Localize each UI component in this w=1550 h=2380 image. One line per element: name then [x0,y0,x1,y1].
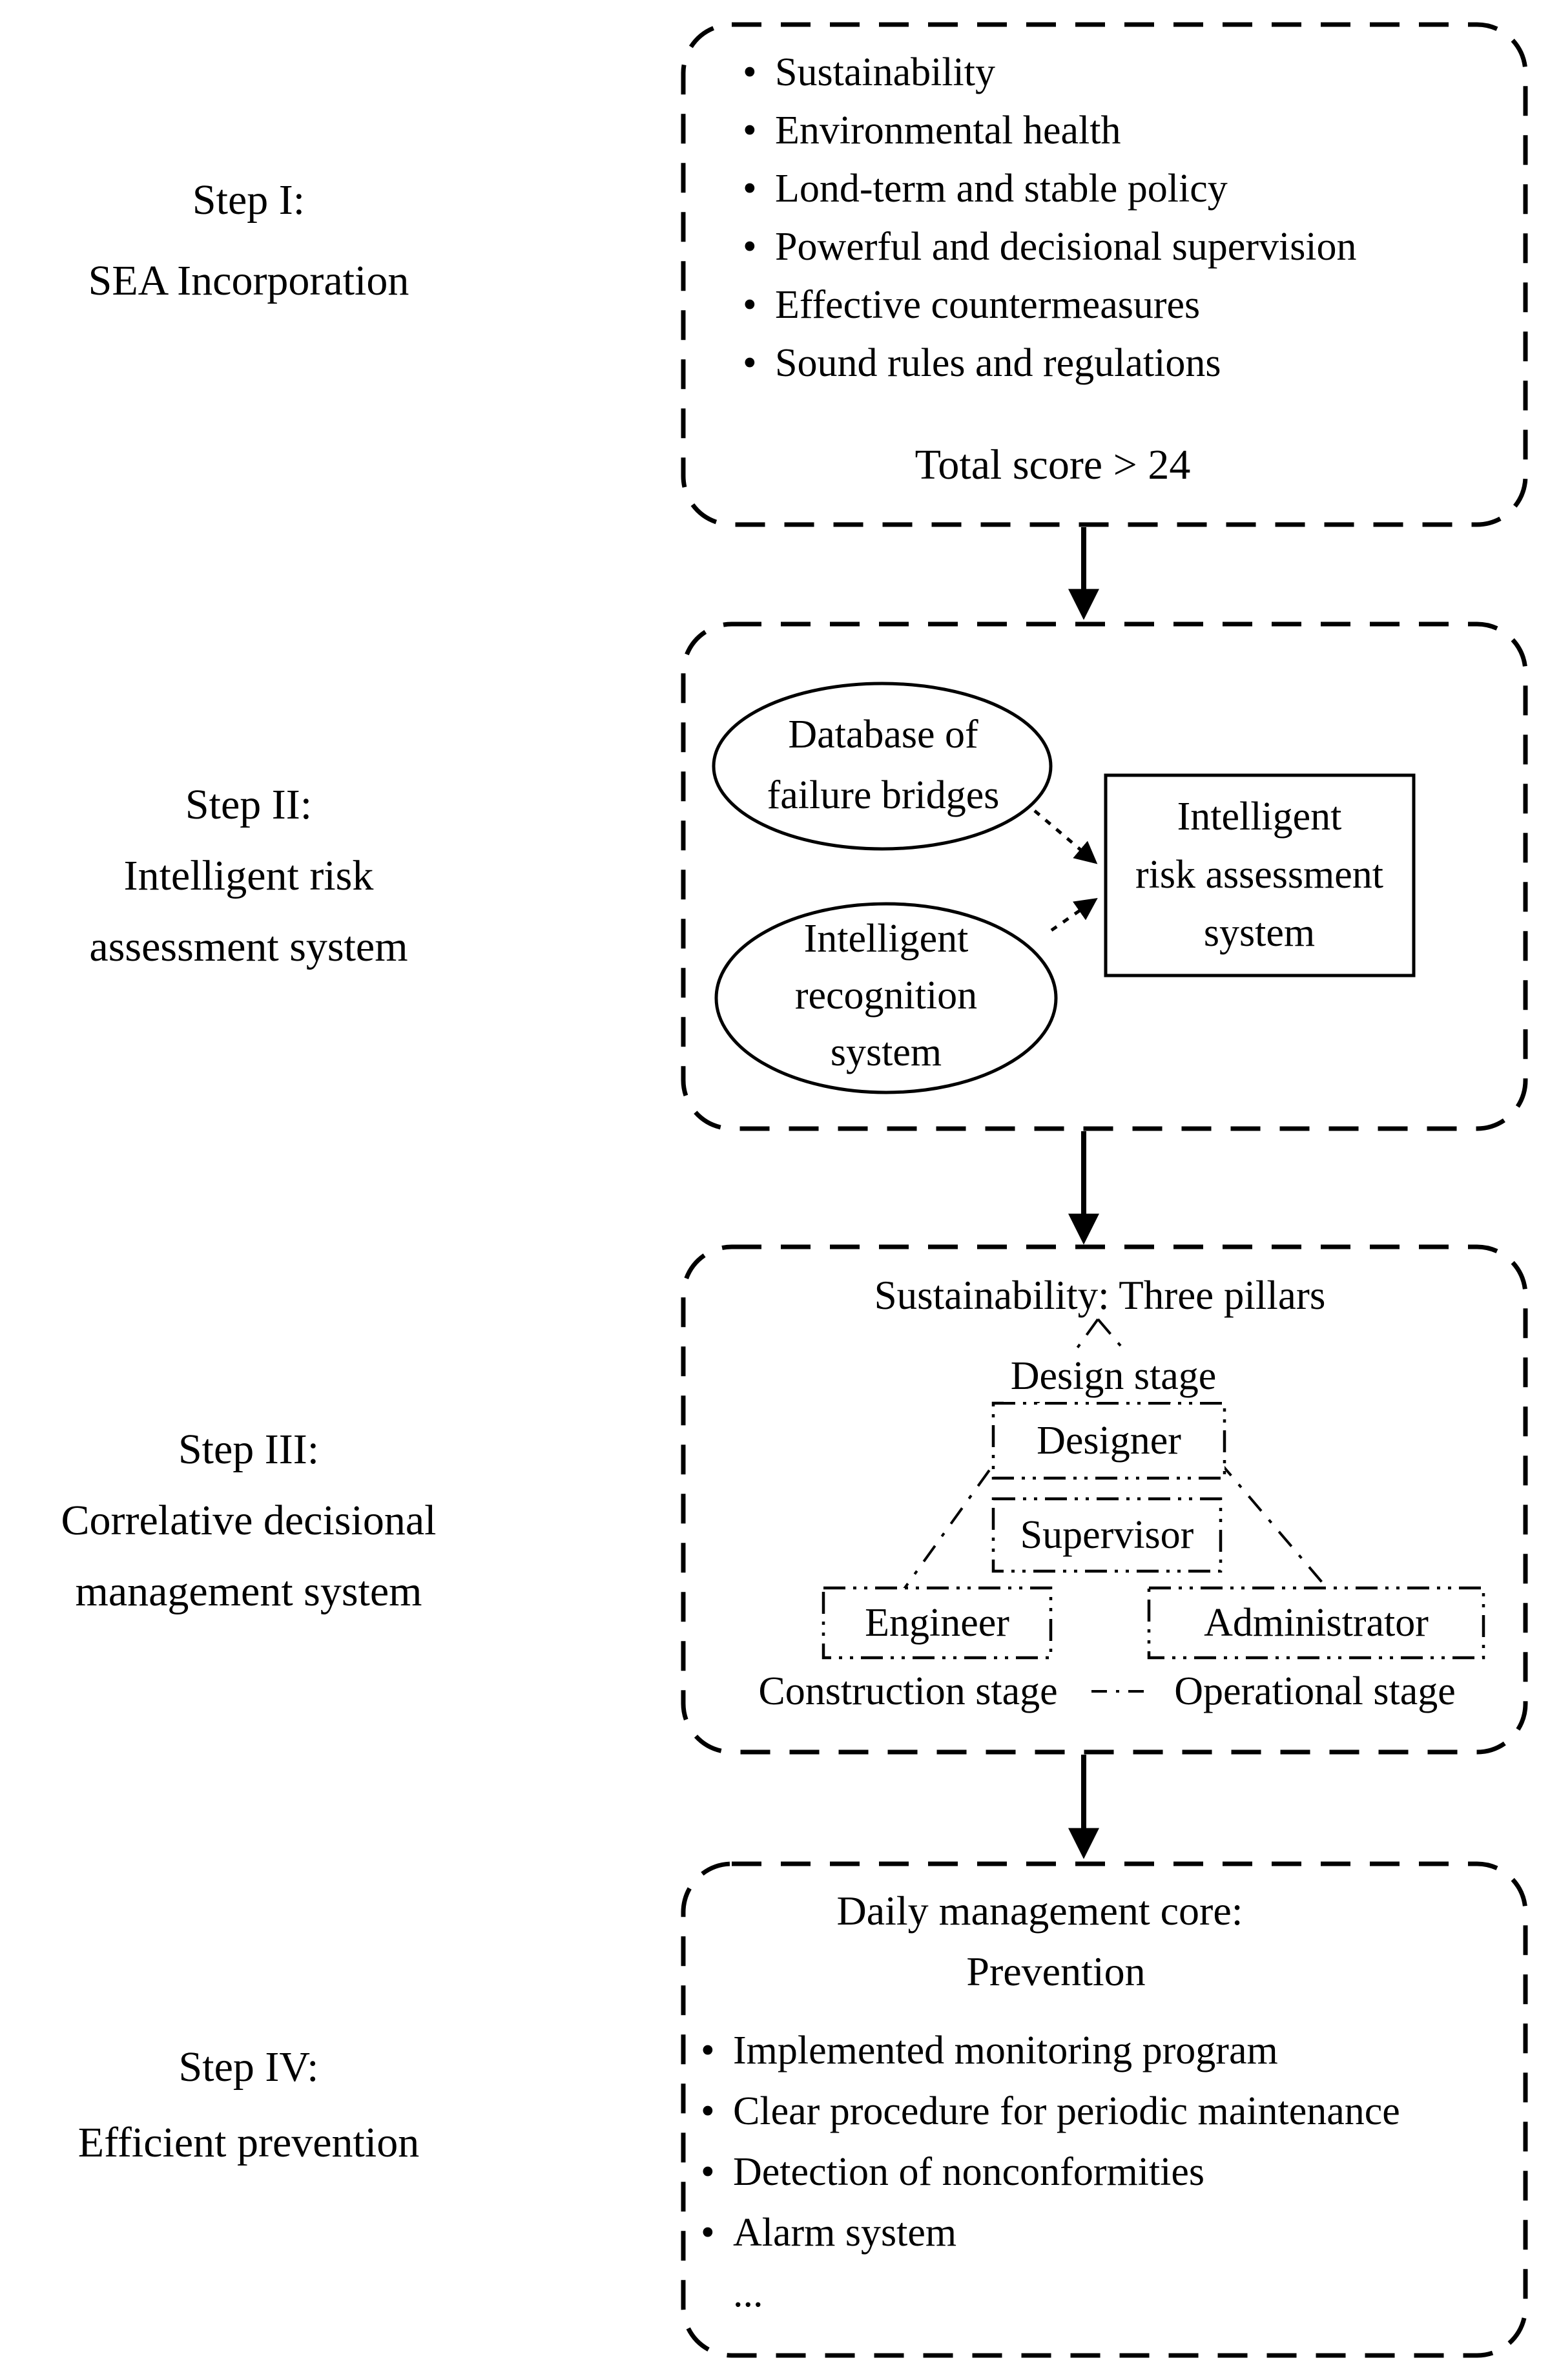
bullet-icon: • [743,167,757,211]
bullet-icon: • [701,2029,715,2072]
prevention-list: • Implemented monitoring program • Clear p… [701,2020,1537,2324]
engineer-box [822,1586,1053,1660]
three-pillars-title: Sustainability: Three pillars [874,1273,1326,1318]
list-item: • Clear procedure for periodic maintenanc… [701,2081,1537,2142]
total-score-note: Total score > 24 [914,441,1191,488]
engineer-label: Engineer [865,1601,1009,1645]
list-item: • Powerful and decisional supervision [743,218,1524,276]
assessment-rect-label: Intelligent risk assessment system [1108,788,1411,962]
prevention-subtitle: Prevention [966,1948,1146,1994]
list-item-text: Lond-term and stable policy [775,167,1228,211]
list-item: • Lond-term and stable policy [743,160,1524,218]
list-item-text: Sustainability [775,50,995,94]
recognition-ellipse-line: system [830,1030,942,1074]
list-item-text: Effective countermeasures [775,283,1201,327]
list-item-text: Detection of nonconformities [733,2150,1205,2194]
sea-criteria-list: • Sustainability • Environmental health • L… [743,43,1524,392]
construction-stage-label: Construction stage [758,1669,1058,1713]
list-item: • Sound rules and regulations [743,334,1524,392]
list-item-ellipsis: ... [701,2263,1537,2324]
step3-label-line: Correlative decisional [61,1497,437,1544]
assessment-rect-line: Intelligent [1177,795,1342,839]
recognition-to-assessment-arrow [1050,897,1098,932]
list-item-text: ... [733,2271,763,2315]
bullet-icon: • [701,2089,715,2133]
assessment-rect-line: system [1203,911,1316,955]
step3-label: Step III: Correlative decisional managem… [10,1414,488,1627]
step2-label-line: Step II: [185,781,313,828]
list-item-text: Implemented monitoring program [733,2029,1278,2072]
step2-label-line: Intelligent risk [123,852,374,899]
administrator-box [1147,1586,1485,1660]
list-item: • Sustainability [743,43,1524,101]
assessment-rect [1104,773,1416,977]
list-item: • Environmental health [743,101,1524,160]
database-ellipse-line: failure bridges [767,773,1000,817]
step1-panel-outline [681,22,1528,527]
recognition-ellipse-line: recognition [794,974,978,1018]
step4-panel-outline [681,1861,1528,2358]
step4-label-line: Step IV: [178,2043,319,2091]
database-ellipse-label: Database of failure bridges [714,704,1053,826]
step1-label: Step I: SEA Incorporation [10,160,488,321]
step1-label-line: SEA Incorporation [88,257,409,304]
step3-label-line: management system [75,1568,422,1615]
step4-label: Step IV: Efficient prevention [10,2029,488,2180]
bullet-icon: • [743,50,757,94]
bullet-icon: • [743,341,757,385]
list-item: • Effective countermeasures [743,276,1524,334]
recognition-ellipse-line: Intelligent [803,917,969,961]
step1-label-line: Step I: [192,176,305,224]
bullet-icon: • [743,225,757,269]
database-ellipse-line: Database of [788,713,978,757]
operational-stage-label: Operational stage [1174,1669,1456,1713]
step4-label-line: Efficient prevention [78,2119,420,2166]
administrator-label: Administrator [1204,1601,1429,1645]
designer-label: Designer [1037,1419,1181,1463]
design-stage-label: Design stage [1004,1350,1223,1402]
bullet-icon: • [743,109,757,152]
assessment-rect-line: risk assessment [1135,853,1384,897]
recognition-ellipse-label: Intelligent recognition system [716,910,1057,1081]
step2-panel-outline [681,621,1528,1131]
supervisor-box [991,1497,1223,1573]
list-item: • Implemented monitoring program [701,2020,1537,2081]
supervisor-label: Supervisor [1020,1513,1194,1557]
designer-box [991,1401,1226,1480]
bullet-icon: • [743,283,757,327]
step3-panel-outline [681,1244,1528,1755]
daily-management-title: Daily management core: [836,1888,1243,1934]
list-item: • Detection of nonconformities [701,2142,1537,2202]
list-item-text: Clear procedure for periodic maintenance [733,2089,1400,2133]
step2-label-line: assessment system [89,923,408,970]
recognition-ellipse [714,902,1058,1094]
bullet-icon: • [701,2150,715,2194]
list-item-text: Powerful and decisional supervision [775,225,1357,269]
list-item-text: Environmental health [775,109,1121,152]
step3-label-line: Step III: [178,1426,320,1473]
step2-label: Step II: Intelligent risk assessment sys… [10,769,488,983]
list-item-text: Sound rules and regulations [775,341,1221,385]
database-ellipse [712,682,1053,851]
list-item: • Alarm system [701,2202,1537,2263]
bullet-icon: • [701,2211,715,2255]
list-item-text: Alarm system [733,2211,957,2255]
